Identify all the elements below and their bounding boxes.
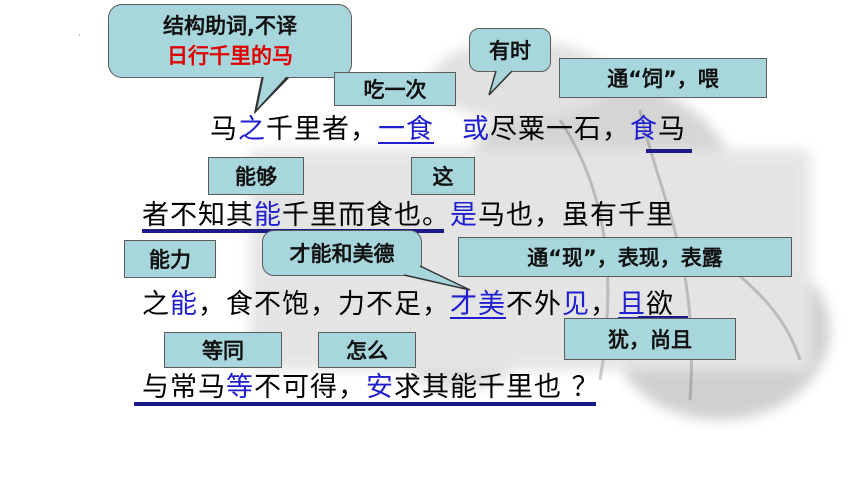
text-highlight-zhi: 之 — [238, 114, 266, 145]
text-line-3: 之能，食不饱，力不足，才美不外见，且欲 — [142, 282, 674, 321]
text-seg: 马也，虽有千里 — [478, 200, 674, 231]
text-highlight-qie: 且 — [618, 289, 646, 320]
text-line-1: 马之千里者，一食 或尽粟一石，食马 — [210, 107, 686, 146]
text-highlight-neng: 能 — [254, 200, 282, 231]
text-seg: 尽粟一石， — [490, 114, 630, 145]
text-highlight-an: 安 — [366, 372, 394, 403]
note-you-shi: 有时 — [469, 28, 551, 72]
text-seg: 千里者， — [266, 114, 378, 145]
underline-line-4 — [134, 402, 596, 406]
text-seg: 马 — [658, 114, 686, 145]
text-seg: 之 — [142, 289, 170, 320]
text-seg: ，食不饱，力不足， — [198, 289, 450, 320]
note-neng-gou: 能够 — [208, 157, 304, 195]
text-seg: ， — [590, 289, 618, 320]
callout-line-1: 结构助词,不译 — [163, 14, 297, 38]
text-highlight-deng: 等 — [226, 372, 254, 403]
note-zhe: 这 — [411, 157, 475, 195]
text-highlight-si: 食 — [630, 114, 658, 145]
text-line-4: 与常马等不可得，安求其能千里也 ？ — [142, 365, 600, 404]
text-seg: 马 — [210, 114, 238, 145]
text-highlight-neng-2: 能 — [170, 289, 198, 320]
note-deng-tong: 等同 — [164, 332, 282, 368]
note-cai-neng-mei-de: 才能和美德 — [262, 230, 422, 276]
text-seg: 者不知其 — [142, 200, 254, 231]
text-gap — [434, 114, 462, 145]
callout-line-2: 日行千里的马 — [167, 44, 293, 68]
note-tong-si: 通“饲”，喂 — [559, 58, 767, 98]
text-seg: 求其能千里也 ？ — [394, 372, 600, 403]
note-tong-xian: 通“现”，表现，表露 — [458, 237, 792, 277]
note-chi-yi-ci: 吃一次 — [334, 72, 456, 106]
note-you-shang-qie: 犹，尚且 — [564, 318, 736, 360]
underline-si-ma — [646, 149, 692, 153]
svg-text:·: · — [78, 31, 81, 40]
text-seg: 不外 — [506, 289, 562, 320]
text-seg: 与常马 — [142, 372, 226, 403]
note-neng-li: 能力 — [124, 240, 216, 278]
text-seg: 千里而食也。 — [282, 200, 450, 231]
text-seg: 欲 — [646, 289, 674, 320]
text-highlight-shi: 是 — [450, 200, 478, 231]
note-zen-me: 怎么 — [318, 332, 416, 368]
text-highlight-yi-shi: 一食 — [378, 114, 434, 145]
text-highlight-cai-mei: 才美 — [450, 289, 506, 320]
text-seg: 不可得， — [254, 372, 366, 403]
callout-structural-particle: 结构助词,不译 日行千里的马 — [108, 4, 352, 78]
text-line-2: 者不知其能千里而食也。是马也，虽有千里 — [142, 193, 674, 232]
text-highlight-huo: 或 — [462, 114, 490, 145]
text-highlight-xian: 见 — [562, 289, 590, 320]
